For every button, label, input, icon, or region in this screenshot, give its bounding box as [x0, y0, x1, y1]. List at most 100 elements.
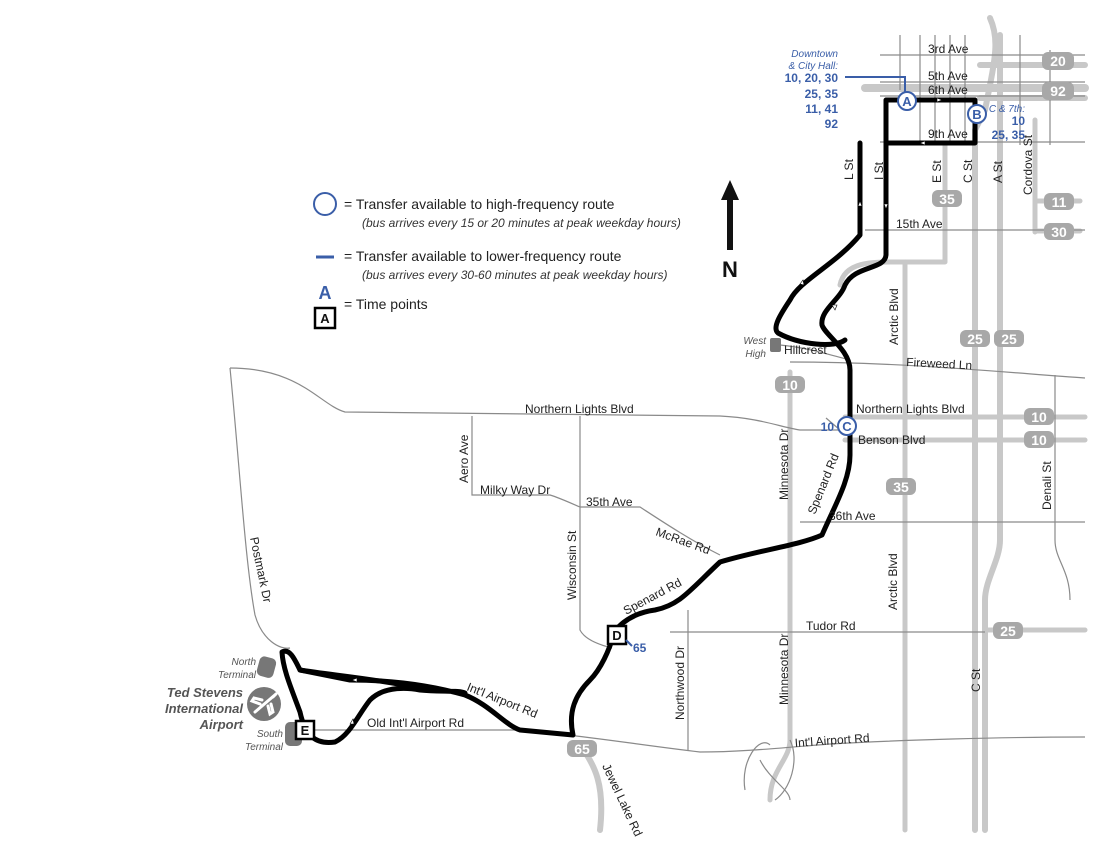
legend-time-point-label: = Time points [344, 296, 428, 312]
airport-name-line3: Airport [199, 717, 244, 732]
label-e-st: E St [930, 160, 944, 183]
route-line-l-st [773, 140, 863, 347]
west-high-line1: West [743, 336, 767, 347]
time-point-d-leader [625, 639, 633, 647]
label-cordova-st: Cordova St [1021, 134, 1035, 195]
route-shield-11-text: 11 [1052, 194, 1067, 210]
route-shield-25-b-text: 25 [1001, 331, 1017, 347]
route-shield-35-top: 35 [932, 190, 962, 207]
label-arctic-blvd-south: Arctic Blvd [886, 553, 900, 610]
legend-high-frequency-circle-icon [313, 192, 337, 216]
corridor-jewel-lake [577, 742, 605, 833]
north-terminal-line1: North [232, 657, 257, 668]
direction-arrow-airport [351, 677, 358, 683]
transfer-points: A Downtown & City Hall: 10, 20, 30 25, 3… [785, 49, 1026, 436]
south-terminal-line2: Terminal [245, 742, 284, 753]
north-terminal-building [256, 656, 277, 678]
direction-arrow-l-st [857, 200, 863, 207]
route-shield-20-text: 20 [1050, 53, 1066, 69]
west-high-line2: High [745, 349, 766, 360]
label-3rd-ave: 3rd Ave [928, 42, 969, 56]
route-shield-25-b: 25 [994, 330, 1024, 347]
route-shield-10-east-a: 10 [1024, 408, 1054, 425]
transfer-a-letter: A [902, 94, 912, 109]
street-fireweed [789, 361, 1086, 379]
label-a-st: A St [991, 160, 1005, 183]
route-shield-10-east-a-text: 10 [1031, 409, 1047, 425]
street-hillcrest [779, 344, 851, 361]
north-arrow-icon [721, 180, 739, 250]
direction-arrow-spenard [799, 279, 805, 286]
bus-route [279, 97, 978, 746]
label-milky-way: Milky Way Dr [480, 483, 550, 497]
transfer-c-letter: C [842, 419, 852, 434]
route-shield-35-top-text: 35 [939, 191, 955, 207]
street-northern-lights-west [229, 367, 845, 431]
time-point-d-letter: D [612, 628, 621, 643]
route-shield-25-tudor-text: 25 [1000, 623, 1016, 639]
route-line-old-airport [297, 667, 423, 691]
label-minnesota-south: Minnesota Dr [777, 634, 791, 705]
direction-arrow-i-st [883, 203, 889, 210]
airport-name-line2: International [165, 701, 243, 716]
route-shield-92: 92 [1042, 82, 1074, 100]
transfer-b-label: C & 7th: [989, 104, 1025, 115]
route-shield-65: 65 [567, 740, 597, 757]
north-terminal-line2: Terminal [218, 670, 257, 681]
route-shield-25-a: 25 [960, 330, 990, 347]
street-aero-ave [471, 416, 581, 508]
label-old-intl-airport: Old Int'l Airport Rd [367, 716, 464, 730]
label-35th-ave: 35th Ave [586, 495, 633, 509]
label-36th-ave: 36th Ave [829, 509, 876, 523]
label-fireweed: Fireweed Ln [906, 355, 973, 372]
transfer-a-routes-1: 10, 20, 30 [785, 71, 839, 85]
label-intl-airport-east: Int'l Airport Rd [794, 731, 870, 750]
label-6th-ave: 6th Ave [928, 83, 968, 97]
north-label: N [722, 257, 738, 282]
transfer-a-label-line2: & City Hall: [789, 61, 839, 72]
street-wisconsin [579, 416, 613, 649]
transfer-b-routes-2: 25, 35 [992, 128, 1026, 142]
label-minnesota-north: Minnesota Dr [777, 429, 791, 500]
label-c-st: C St [961, 159, 975, 183]
route-shield-10-east-b: 10 [1024, 431, 1054, 448]
route-shield-10-west: 10 [775, 376, 805, 393]
transfer-c-routes: 10 [821, 420, 835, 434]
transfer-a-routes-3: 11, 41 [805, 102, 838, 116]
time-point-d-box [606, 624, 628, 646]
label-mcrae-rd: McRae Rd [654, 525, 712, 558]
label-l-st: L St [842, 158, 856, 180]
route-shield-92-text: 92 [1050, 83, 1066, 99]
transfer-a-label-line1: Downtown [791, 49, 838, 60]
route-shields: 20 92 11 30 35 25 25 10 [567, 52, 1074, 757]
label-i-st: I St [872, 161, 886, 180]
label-northern-lights-west: Northern Lights Blvd [525, 402, 634, 416]
transfer-b-routes-1: 10 [1012, 114, 1026, 128]
corridor-15th-loop [837, 259, 908, 288]
transfer-b-letter: B [972, 107, 981, 122]
label-denali-st: Denali St [1040, 461, 1054, 510]
legend-low-frequency-label: = Transfer available to lower-frequency … [344, 248, 622, 264]
legend-time-point-letter: A [320, 311, 330, 326]
label-northern-lights-east: Northern Lights Blvd [856, 402, 965, 416]
route-shield-35-mid: 35 [886, 478, 916, 495]
corridor-a-st [982, 32, 1003, 833]
airplane-icon [247, 687, 281, 721]
label-15th-ave: 15th Ave [896, 217, 943, 231]
transfer-a-circle [897, 91, 917, 111]
label-c-st-south: C St [969, 668, 983, 692]
label-northwood-dr: Northwood Dr [673, 646, 687, 720]
direction-arrow-9th [919, 140, 926, 146]
north-arrow: N [721, 180, 739, 282]
route-shield-10-east-b-text: 10 [1031, 432, 1047, 448]
route-shield-35-mid-text: 35 [893, 479, 909, 495]
label-jewel-lake-rd: Jewel Lake Rd [599, 761, 645, 838]
route-shield-30-text: 30 [1051, 224, 1067, 240]
street-postmark [229, 367, 291, 649]
time-points: D 65 E [294, 624, 647, 741]
west-high-building [770, 338, 781, 352]
label-hillcrest: Hillcrest [784, 343, 827, 357]
route-shield-11: 11 [1044, 193, 1074, 210]
time-point-e-box [294, 719, 316, 741]
